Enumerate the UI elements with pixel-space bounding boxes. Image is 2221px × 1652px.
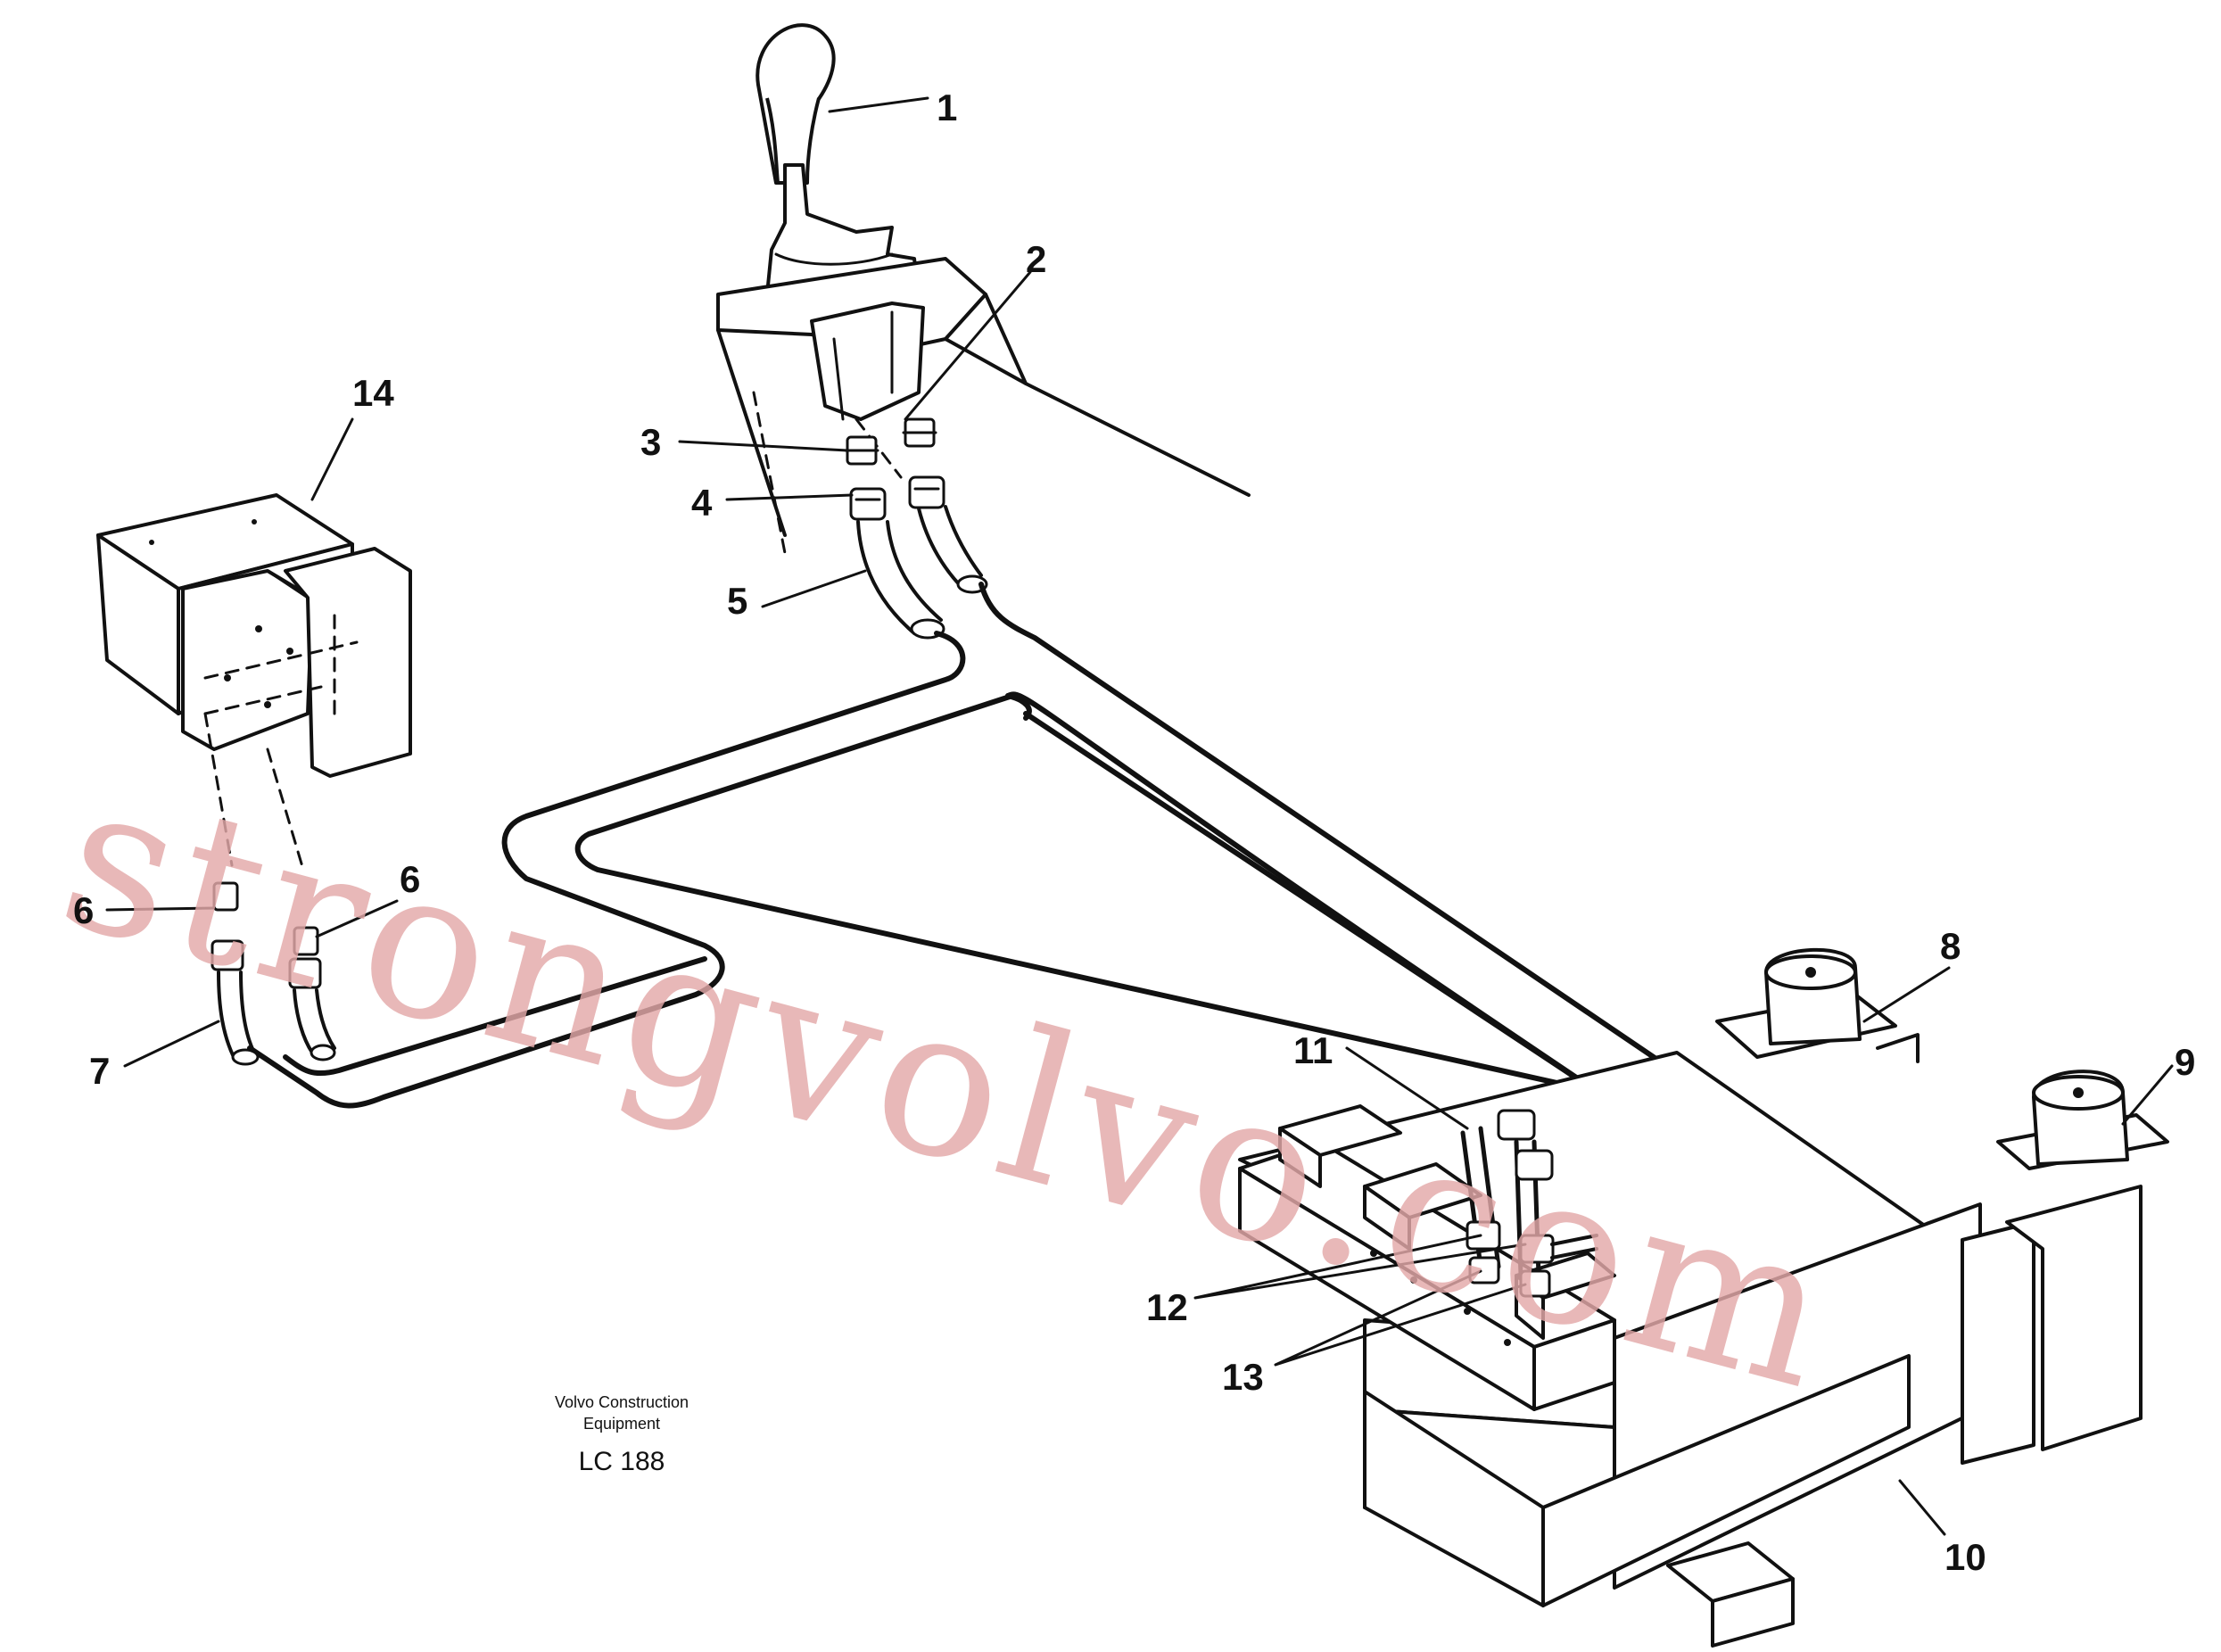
callout-7: 7 (89, 1050, 110, 1092)
connection-tubes (1460, 1109, 1598, 1298)
callout-14: 14 (352, 372, 394, 414)
diagram-credit: Volvo Construction Equipment LC 188 (555, 1393, 689, 1476)
callout-3: 3 (640, 421, 661, 463)
callout-1: 1 (937, 87, 957, 128)
leader-lines (105, 96, 2174, 1536)
callout-2: 2 (1026, 238, 1046, 280)
hose-5 (856, 505, 988, 640)
callout-11: 11 (1293, 1029, 1333, 1071)
callout-labels: 1 2 3 4 5 6 6 7 8 9 10 11 12 13 14 (73, 87, 2195, 1578)
diagram-code: LC 188 (579, 1447, 665, 1476)
hose-7 (217, 971, 336, 1066)
publisher-line-2: Equipment (583, 1415, 660, 1433)
main-control-valve (1238, 1051, 1982, 1648)
callout-6b: 6 (400, 858, 420, 900)
callout-8: 8 (1940, 925, 1961, 967)
callout-13: 13 (1222, 1356, 1264, 1398)
callout-6a: 6 (73, 889, 94, 931)
fittings-6 (211, 881, 322, 989)
valve-housing (716, 257, 1251, 555)
callout-10: 10 (1944, 1536, 1986, 1578)
callout-4: 4 (691, 482, 713, 524)
solenoid-valve-block (96, 493, 412, 871)
servo-cylinder-9 (1961, 1070, 2169, 1465)
publisher-line-1: Volvo Construction (555, 1393, 689, 1411)
callout-12: 12 (1146, 1286, 1188, 1328)
callout-9: 9 (2175, 1041, 2195, 1083)
port-fittings (844, 417, 945, 521)
callout-5: 5 (727, 580, 747, 622)
servo-cylinder-8 (1715, 947, 1920, 1063)
